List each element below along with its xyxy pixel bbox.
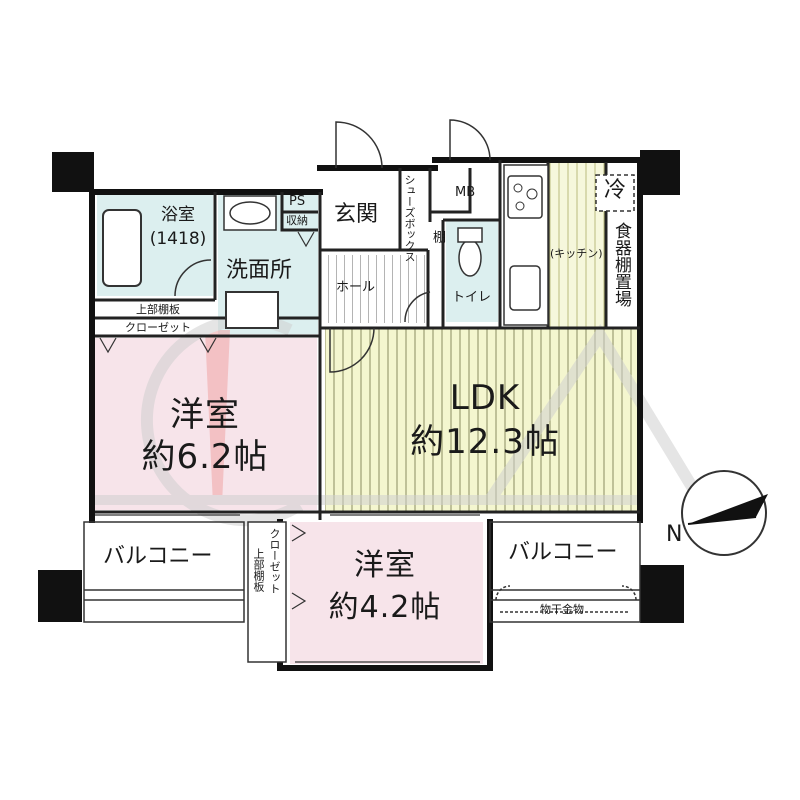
ldk-name: LDK (449, 378, 521, 418)
interior-walls (95, 160, 640, 520)
bath-size: (1418) (149, 229, 207, 249)
bathtub (102, 209, 142, 287)
balcony-left-label: バルコニー (103, 544, 213, 569)
washroom-label: 洗面所 (226, 258, 293, 283)
kitchen-label: (キッチン) (550, 247, 603, 260)
mb-label: MB (455, 185, 476, 200)
balconies (83, 521, 641, 623)
western-room-small-fill (290, 522, 483, 664)
western-room-large-name: 洋室 (170, 395, 240, 435)
upper-shelf-label: 上部棚板 (136, 303, 180, 316)
bath-door-arc (174, 259, 212, 297)
washbasin (229, 201, 271, 225)
ps-label: PS (289, 194, 306, 209)
western-room-large-fill (95, 338, 317, 510)
closet-marks (99, 231, 315, 610)
compass (681, 470, 768, 556)
wall-columns (38, 150, 684, 623)
shoe-box-label: シューズボックス (403, 174, 416, 262)
windows (95, 514, 480, 663)
north-label: N (666, 522, 683, 547)
western-room-small-size: 約4.2帖 (328, 590, 442, 625)
entrance-step (322, 255, 426, 323)
washing-machine-pan (225, 291, 279, 329)
laundry-hardware-label: 物干金物 (540, 603, 584, 616)
bath-name: 浴室 (161, 205, 195, 225)
stove (507, 175, 543, 219)
western-room-small-name: 洋室 (354, 548, 416, 583)
entrance-label: 玄関 (334, 202, 379, 227)
door-arcs (329, 119, 491, 373)
fridge-label: 冷 (604, 178, 627, 203)
toilet-label: トイレ (452, 290, 492, 305)
ldk-size: 約12.3帖 (410, 422, 560, 462)
toilet-tank (457, 227, 483, 243)
storage-label: 収納 (286, 214, 308, 227)
balcony-right-label: バルコニー (508, 540, 618, 565)
closet-vertical-label: クローゼット (268, 528, 281, 594)
upper-shelf-vertical-label: 上部棚板 (252, 548, 265, 592)
closet-label: クローゼット (125, 321, 191, 334)
fridge-space (595, 174, 635, 212)
hall-label: ホール (336, 280, 376, 295)
closet-vertical (247, 521, 287, 663)
western-room-large-size: 約6.2帖 (141, 437, 269, 477)
dish-shelf-label: 食器棚置場 (611, 222, 631, 307)
kitchen-sink (509, 265, 541, 311)
shelf-label: 棚 (430, 230, 445, 243)
toilet-bowl (458, 239, 482, 277)
